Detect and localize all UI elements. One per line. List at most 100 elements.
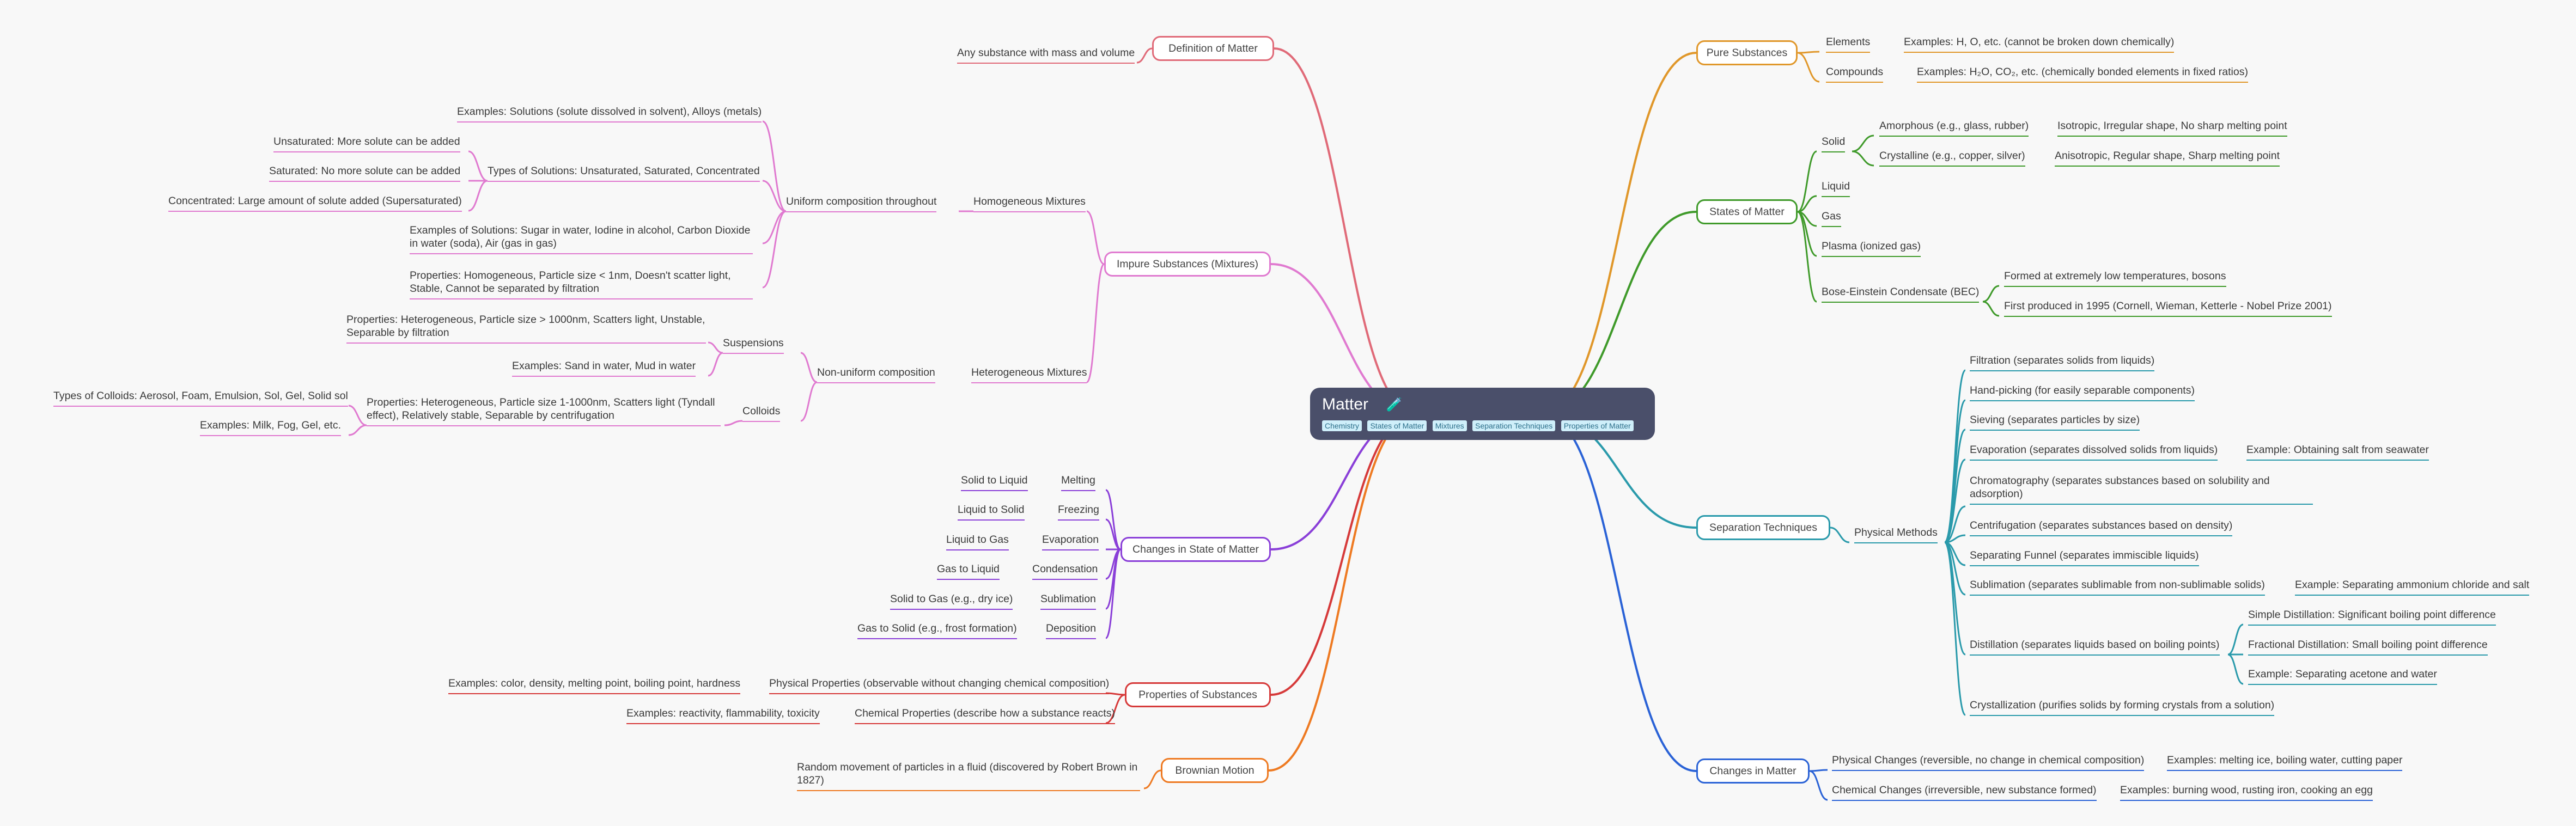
connector-line [800, 352, 818, 383]
node-chemical-properties[interactable]: Chemical Properties (describe how a subs… [855, 707, 1115, 724]
node-crystalline[interactable]: Crystalline (e.g., copper, silver) [1879, 149, 2025, 167]
leaf-chemical-property-examples[interactable]: Examples: reactivity, flammability, toxi… [626, 707, 820, 724]
leaf-element-examples[interactable]: Examples: H, O, etc. (cannot be broken d… [1904, 35, 2175, 53]
branch-changes-in-state[interactable]: Changes in State of Matter [1120, 537, 1271, 562]
leaf-definition-text[interactable]: Any substance with mass and volume [957, 46, 1135, 64]
connector-line [348, 424, 367, 436]
leaf-plasma[interactable]: Plasma (ionized gas) [1822, 240, 1921, 257]
node-freezing[interactable]: Freezing [1058, 503, 1099, 521]
node-non-uniform-composition[interactable]: Non-uniform composition [817, 366, 935, 383]
node-evaporation[interactable]: Evaporation [1042, 533, 1099, 550]
node-colloids[interactable]: Colloids [742, 405, 781, 422]
leaf-liquid-to-gas[interactable]: Liquid to Gas [946, 533, 1009, 550]
tag-separation-techniques[interactable]: Separation Techniques [1472, 420, 1556, 431]
leaf-liquid-to-solid[interactable]: Liquid to Solid [958, 503, 1025, 521]
branch-properties-of-substances[interactable]: Properties of Substances [1125, 682, 1271, 707]
node-chemical-changes[interactable]: Chemical Changes (irreversible, new subs… [1832, 784, 2097, 801]
leaf-sublimation-example[interactable]: Example: Separating ammonium chloride an… [2295, 578, 2530, 596]
leaf-fractional-distillation[interactable]: Fractional Distillation: Small boiling p… [2248, 638, 2488, 656]
node-suspensions[interactable]: Suspensions [723, 336, 784, 354]
leaf-compound-examples[interactable]: Examples: H₂O, CO₂, etc. (chemically bon… [1917, 65, 2248, 83]
node-condensation[interactable]: Condensation [1032, 562, 1098, 580]
leaf-centrifugation[interactable]: Centrifugation (separates substances bas… [1970, 519, 2233, 536]
leaf-unsaturated[interactable]: Unsaturated: More solute can be added [273, 135, 460, 152]
leaf-simple-distillation[interactable]: Simple Distillation: Significant boiling… [2248, 608, 2496, 626]
leaf-gas[interactable]: Gas [1822, 210, 1841, 227]
node-heterogeneous-mixtures[interactable]: Heterogeneous Mixtures [971, 366, 1087, 383]
leaf-bec-first-produced[interactable]: First produced in 1995 (Cornell, Wieman,… [2004, 299, 2332, 317]
branch-separation-techniques[interactable]: Separation Techniques [1696, 515, 1830, 540]
connector-line [1944, 399, 1966, 543]
connector-line [1852, 134, 1874, 152]
leaf-solution-examples[interactable]: Examples: Solutions (solute dissolved in… [457, 105, 762, 123]
branch-states-of-matter[interactable]: States of Matter [1696, 199, 1798, 224]
leaf-suspension-examples[interactable]: Examples: Sand in water, Mud in water [512, 359, 696, 377]
branch-impure-substances[interactable]: Impure Substances (Mixtures) [1104, 252, 1271, 277]
leaf-brownian-text[interactable]: Random movement of particles in a fluid … [797, 761, 1140, 791]
leaf-colloid-types[interactable]: Types of Colloids: Aerosol, Foam, Emulsi… [53, 389, 348, 407]
node-types-of-solutions[interactable]: Types of Solutions: Unsaturated, Saturat… [488, 164, 760, 182]
node-physical-methods[interactable]: Physical Methods [1854, 526, 1938, 543]
leaf-solid-to-gas[interactable]: Solid to Gas (e.g., dry ice) [890, 592, 1013, 610]
leaf-liquid[interactable]: Liquid [1822, 180, 1850, 197]
leaf-colloid-properties[interactable]: Properties: Heterogeneous, Particle size… [367, 396, 721, 426]
leaf-separating-funnel[interactable]: Separating Funnel (separates immiscible … [1970, 549, 2199, 566]
node-deposition[interactable]: Deposition [1046, 622, 1097, 639]
node-sublimation[interactable]: Sublimation [1040, 592, 1096, 610]
connector-line [1086, 263, 1105, 383]
connector-line [1143, 769, 1161, 790]
leaf-filtration[interactable]: Filtration (separates solids from liquid… [1970, 354, 2155, 371]
node-homogeneous-mixtures[interactable]: Homogeneous Mixtures [973, 195, 1086, 212]
node-physical-changes[interactable]: Physical Changes (reversible, no change … [1832, 754, 2145, 771]
tag-mixtures[interactable]: Mixtures [1432, 420, 1467, 431]
connector-line [348, 405, 367, 426]
leaf-suspension-properties[interactable]: Properties: Heterogeneous, Particle size… [346, 313, 706, 344]
leaf-amorphous-detail[interactable]: Isotropic, Irregular shape, No sharp mel… [2057, 119, 2287, 137]
node-bec[interactable]: Bose-Einstein Condensate (BEC) [1822, 285, 1980, 303]
leaf-colloid-examples[interactable]: Examples: Milk, Fog, Gel, etc. [200, 419, 341, 436]
leaf-hand-picking[interactable]: Hand-picking (for easily separable compo… [1970, 384, 2195, 401]
leaf-homogeneous-properties[interactable]: Properties: Homogeneous, Particle size <… [410, 269, 753, 299]
leaf-crystalline-detail[interactable]: Anisotropic, Regular shape, Sharp meltin… [2055, 149, 2280, 167]
connector-line [762, 210, 787, 244]
node-distillation[interactable]: Distillation (separates liquids based on… [1970, 638, 2220, 656]
leaf-crystallization[interactable]: Crystallization (purifies solids by form… [1970, 699, 2275, 716]
leaf-bec-formed[interactable]: Formed at extremely low temperatures, bo… [2004, 270, 2226, 287]
leaf-solid-to-liquid[interactable]: Solid to Liquid [961, 474, 1028, 491]
node-amorphous[interactable]: Amorphous (e.g., glass, rubber) [1879, 119, 2029, 137]
leaf-distillation-example[interactable]: Example: Separating acetone and water [2248, 668, 2437, 685]
node-solid[interactable]: Solid [1822, 135, 1846, 152]
leaf-gas-to-solid[interactable]: Gas to Solid (e.g., frost formation) [857, 622, 1017, 639]
node-compounds[interactable]: Compounds [1826, 65, 1884, 83]
branch-brownian-motion[interactable]: Brownian Motion [1161, 758, 1269, 783]
leaf-gas-to-liquid[interactable]: Gas to Liquid [937, 562, 1000, 580]
leaf-saturated[interactable]: Saturated: No more solute can be added [269, 164, 461, 182]
connector-line [1541, 413, 1697, 772]
tag-properties-of-matter[interactable]: Properties of Matter [1561, 420, 1634, 431]
leaf-chromatography[interactable]: Chromatography (separates substances bas… [1970, 474, 2313, 505]
leaf-examples-of-solutions[interactable]: Examples of Solutions: Sugar in water, I… [410, 224, 753, 254]
node-physical-properties[interactable]: Physical Properties (observable without … [769, 677, 1110, 694]
node-sublimation-method[interactable]: Sublimation (separates sublimable from n… [1970, 578, 2265, 596]
tag-states-of-matter[interactable]: States of Matter [1367, 420, 1427, 431]
branch-pure-substances[interactable]: Pure Substances [1696, 40, 1798, 65]
node-evaporation-method[interactable]: Evaporation (separates dissolved solids … [1970, 443, 2218, 461]
leaf-physical-property-examples[interactable]: Examples: color, density, melting point,… [448, 677, 741, 694]
node-uniform-composition[interactable]: Uniform composition throughout [786, 195, 937, 212]
node-elements[interactable]: Elements [1826, 35, 1871, 53]
test-tube-icon: 🧪 [1386, 397, 1403, 412]
root-node[interactable]: Matter 🧪 Chemistry States of Matter Mixt… [1310, 388, 1655, 440]
branch-changes-in-matter[interactable]: Changes in Matter [1696, 758, 1810, 784]
connector-line [1982, 285, 2000, 303]
leaf-concentrated[interactable]: Concentrated: Large amount of solute add… [168, 194, 462, 212]
connector-line [1541, 52, 1697, 415]
leaf-sieving[interactable]: Sieving (separates particles by size) [1970, 413, 2140, 431]
leaf-chemical-change-examples[interactable]: Examples: burning wood, rusting iron, co… [2120, 784, 2373, 801]
leaf-evaporation-example[interactable]: Example: Obtaining salt from seawater [2246, 443, 2429, 461]
tag-chemistry[interactable]: Chemistry [1322, 420, 1362, 431]
node-melting[interactable]: Melting [1061, 474, 1095, 491]
branch-definition-of-matter[interactable]: Definition of Matter [1152, 36, 1274, 61]
connector-line [762, 180, 787, 212]
leaf-physical-change-examples[interactable]: Examples: melting ice, boiling water, cu… [2167, 754, 2403, 771]
